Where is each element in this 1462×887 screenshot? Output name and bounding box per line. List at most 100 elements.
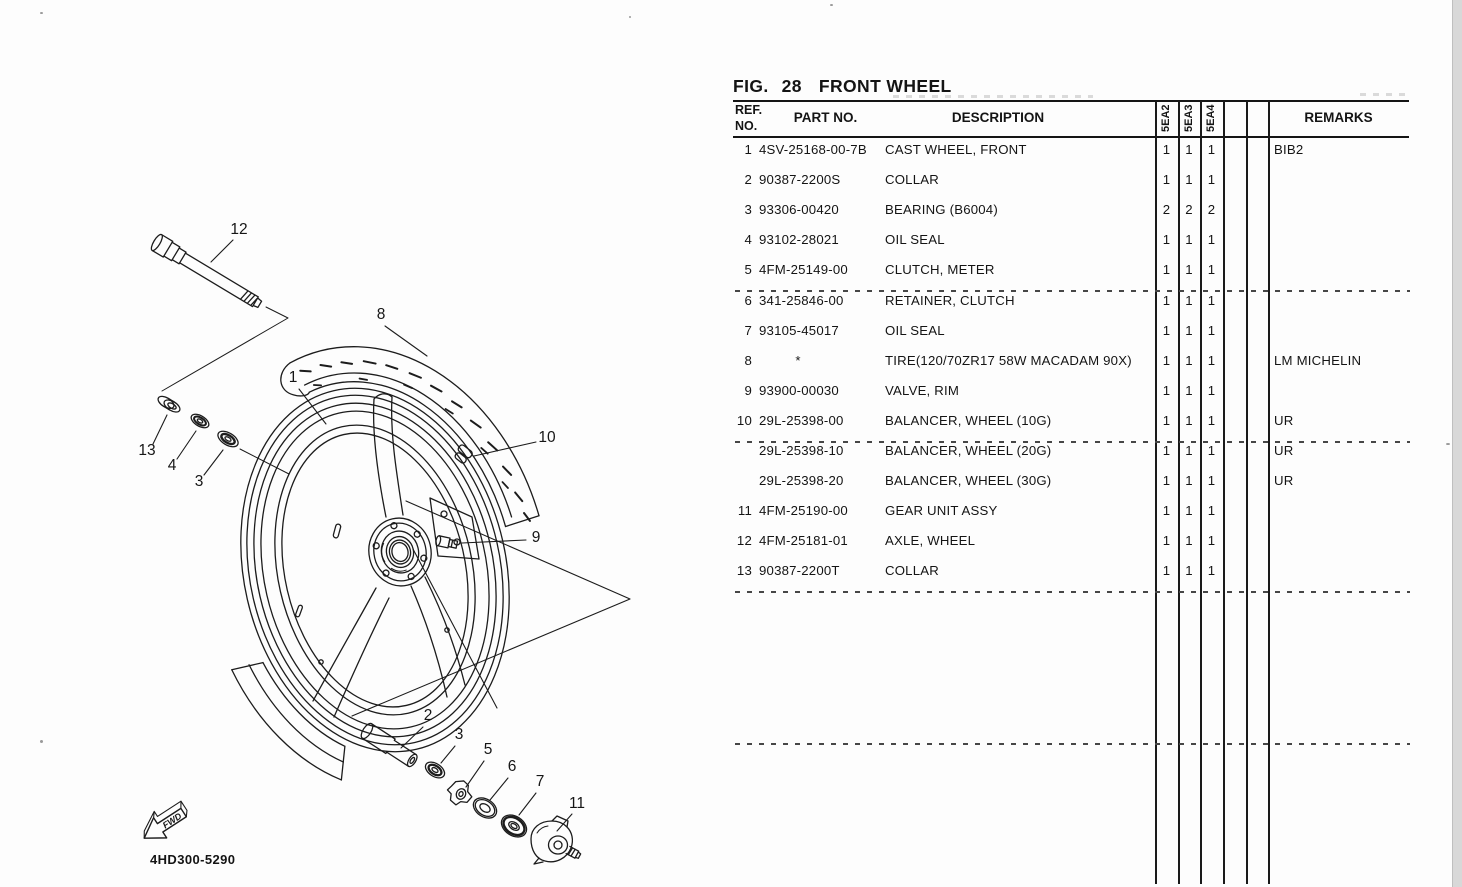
qty-cell-5ea4: 1	[1207, 382, 1216, 398]
qty-cell-5ea3: 1	[1185, 473, 1193, 489]
callout-4: 4	[168, 457, 177, 474]
description-cell: OIL SEAL	[885, 232, 945, 248]
qty-cell-5ea2: 1	[1162, 352, 1171, 368]
table-top-border	[733, 100, 1409, 103]
part-no-cell: 4FM-25149-00	[759, 262, 848, 278]
assembly-axis-bottom-2	[412, 548, 498, 709]
part-no-cell: 93102-28021	[759, 232, 839, 248]
scan-smudge	[1360, 93, 1410, 96]
ref-no-cell: 10	[736, 412, 752, 428]
qty-cell-5ea4: 1	[1207, 172, 1216, 188]
description-cell: AXLE, WHEEL	[885, 533, 976, 549]
remarks-cell: UR	[1274, 412, 1294, 428]
gear-unit-drawing	[530, 815, 582, 865]
callout-leaders	[152, 239, 573, 832]
callout-9: 9	[532, 529, 541, 546]
table-column-line	[1268, 101, 1270, 884]
callout-6: 6	[508, 758, 517, 775]
qty-cell-5ea4: 1	[1207, 443, 1216, 458]
description-cell: BALANCER, WHEEL (30G)	[885, 473, 1052, 489]
part-no-cell: 4FM-25181-01	[759, 533, 848, 549]
part-no-cell: 29L-25398-10	[759, 443, 844, 458]
callout-5: 5	[484, 741, 493, 758]
qty-cell-5ea3: 1	[1185, 352, 1193, 368]
meter-clutch-drawing	[446, 780, 473, 806]
description-cell: BALANCER, WHEEL (10G)	[885, 412, 1052, 428]
oil-seal-7-drawing	[500, 814, 528, 838]
callout-8: 8	[377, 306, 386, 323]
part-no-cell: 29L-25398-20	[759, 473, 844, 489]
qty-cell-5ea2: 1	[1162, 262, 1171, 278]
parts-table: REF. NO. PART NO. DESCRIPTION 5EA2 5EA3 …	[733, 100, 1410, 886]
qty-cell-5ea4: 1	[1207, 533, 1216, 549]
qty-cell-5ea3: 2	[1185, 202, 1193, 218]
part-no-cell: 4SV-25168-00-7B	[759, 142, 867, 157]
qty-cell-5ea3: 1	[1185, 443, 1193, 458]
qty-cell-5ea2: 1	[1162, 292, 1171, 308]
qty-cell-5ea2: 1	[1162, 443, 1171, 458]
ref-no-cell: 8	[744, 352, 752, 368]
qty-cell-5ea2: 1	[1162, 232, 1171, 248]
remarks-cell: LM MICHELIN	[1274, 352, 1362, 368]
scan-speck	[830, 4, 833, 6]
header-model-code-5ea4: 5EA4	[1205, 104, 1217, 132]
qty-cell-5ea3: 1	[1185, 292, 1193, 308]
assembly-axis-bottom	[351, 500, 631, 717]
qty-cell-5ea4: 1	[1207, 322, 1216, 338]
qty-cell-5ea3: 1	[1185, 142, 1193, 157]
group-divider-dashed	[735, 440, 1410, 443]
ref-no-cell: 4	[744, 232, 752, 248]
scan-smudge	[893, 95, 1093, 98]
assembly-axis-mid	[239, 448, 290, 475]
description-cell: GEAR UNIT ASSY	[885, 503, 998, 519]
part-no-cell: 93900-00030	[759, 382, 839, 398]
ref-no-cell: 12	[736, 533, 752, 549]
retainer-drawing	[472, 797, 498, 819]
callout-7: 7	[536, 773, 545, 790]
qty-cell-5ea3: 1	[1185, 172, 1193, 188]
description-cell: RETAINER, CLUTCH	[885, 292, 1015, 308]
table-header-border	[733, 136, 1409, 139]
description-cell: OIL SEAL	[885, 322, 945, 338]
scan-speck	[629, 16, 631, 18]
part-no-cell: 29L-25398-00	[759, 412, 844, 428]
qty-cell-5ea2: 1	[1162, 563, 1171, 579]
rim-valve-drawing	[435, 535, 459, 549]
part-no-cell: 90387-2200T	[759, 563, 840, 579]
table-column-line	[1178, 101, 1180, 884]
callout-10: 10	[538, 429, 556, 446]
header-part-no: PART NO.	[793, 110, 858, 125]
description-cell: COLLAR	[885, 563, 939, 579]
qty-cell-5ea2: 1	[1162, 322, 1171, 338]
tire-tread-marks	[299, 360, 531, 522]
ref-no-cell: 1	[744, 142, 752, 157]
scan-speck	[40, 740, 43, 743]
description-cell: TIRE(120/70ZR17 58W MACADAM 90X)	[885, 352, 1132, 368]
callout-1: 1	[289, 369, 298, 386]
wheel-spokes	[294, 393, 466, 718]
description-cell: BALANCER, WHEEL (20G)	[885, 443, 1052, 458]
qty-cell-5ea4: 1	[1207, 563, 1216, 579]
wheel-rim-drawing	[231, 346, 540, 781]
group-divider-dashed	[735, 591, 1410, 594]
hub-web-plate	[429, 497, 480, 560]
callout-3: 3	[195, 473, 204, 490]
qty-cell-5ea2: 1	[1162, 473, 1171, 489]
remarks-cell: BIB2	[1274, 142, 1304, 157]
group-divider-dashed	[735, 290, 1410, 293]
qty-cell-5ea4: 1	[1207, 412, 1216, 428]
description-cell: CLUTCH, METER	[885, 262, 995, 278]
description-cell: CAST WHEEL, FRONT	[885, 142, 1027, 157]
callout-2: 2	[424, 707, 433, 724]
callout-numbers: 12 8 1 13 4 3 10 9 2 3 5 6 7 11	[138, 221, 585, 812]
description-cell: VALVE, RIM	[885, 382, 960, 398]
